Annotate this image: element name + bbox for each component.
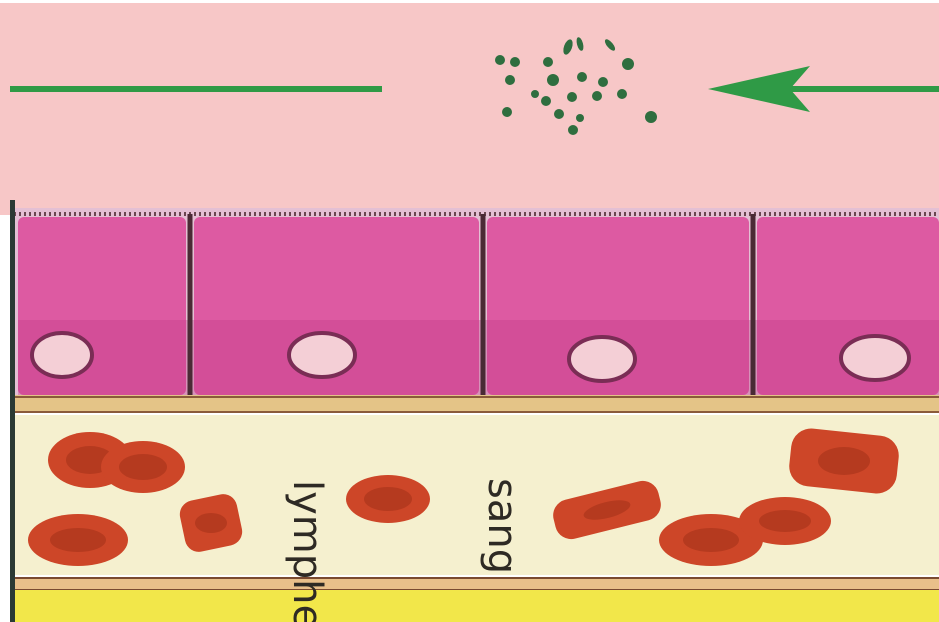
nucleus (32, 333, 92, 377)
top-border (0, 0, 939, 3)
nucleus (569, 337, 635, 381)
red-blood-cell (28, 514, 128, 566)
red-blood-cell (739, 497, 831, 545)
lymph-label: lymphe (284, 480, 330, 622)
red-blood-cell (101, 441, 185, 493)
capillary-wall (15, 578, 939, 590)
red-blood-cell (787, 427, 900, 496)
epithelial-cells (18, 214, 939, 396)
left-edge (10, 200, 15, 622)
red-blood-cell (346, 475, 430, 523)
nucleus (289, 333, 355, 377)
lower-tissue (15, 590, 939, 622)
blood-label: sang (479, 478, 525, 574)
nucleus (841, 336, 909, 380)
